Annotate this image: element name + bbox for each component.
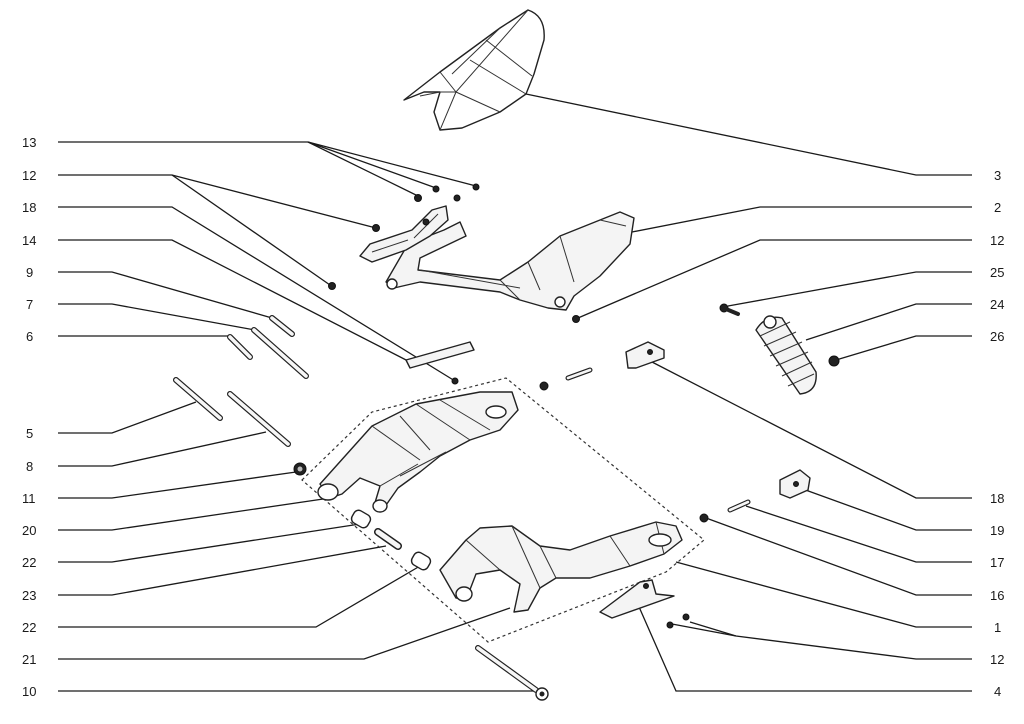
callout-labels-right: 3 2 12 25 24 26 18 19 17 16 1 12 4 (990, 168, 1004, 699)
callout-17: 17 (990, 555, 1004, 570)
leader-lines (58, 93, 972, 692)
leader-7 (58, 303, 256, 331)
leader-21 (58, 607, 511, 660)
leader-13c (307, 141, 477, 187)
callout-14: 14 (22, 233, 36, 248)
leader-3 (525, 93, 972, 176)
centre-hardware (539, 367, 593, 391)
leader-12b (171, 174, 331, 286)
callout-12-r: 12 (990, 233, 1004, 248)
leader-24 (805, 303, 972, 341)
leader-17 (745, 505, 972, 563)
leader-20 (58, 497, 331, 531)
leader-22b (58, 565, 421, 628)
leader-2 (631, 206, 972, 233)
callout-1: 1 (994, 620, 1001, 635)
chain-slider-part (599, 579, 675, 619)
leader-13a (58, 141, 419, 197)
leader-9 (58, 271, 273, 319)
callout-22: 22 (22, 555, 36, 570)
callout-12-r2: 12 (990, 652, 1004, 667)
leader-5 (58, 401, 197, 434)
leader-16 (705, 517, 972, 596)
callout-26: 26 (990, 329, 1004, 344)
leader-11 (58, 471, 297, 499)
screw-set-13 (328, 183, 580, 323)
leader-12a (58, 174, 377, 229)
screws-12-lower (666, 613, 690, 629)
callout-2: 2 (994, 200, 1001, 215)
callout-22-b: 22 (22, 620, 36, 635)
leader-12c (577, 239, 972, 319)
upper-bracket-part (359, 205, 449, 263)
shock-absorber-part (755, 315, 817, 395)
axle-bolt-10 (475, 645, 549, 701)
seat-cowl-part (403, 9, 545, 131)
shock-hardware (719, 303, 840, 367)
bracket-18-right (625, 341, 665, 369)
plate-bracket-14 (405, 341, 475, 385)
leader-4 (635, 599, 972, 692)
leader-8 (58, 431, 267, 467)
callout-19: 19 (990, 523, 1004, 538)
callout-7: 7 (26, 297, 33, 312)
callout-18: 18 (22, 200, 36, 215)
rear-subframe-part (385, 211, 635, 311)
callout-13: 13 (22, 135, 36, 150)
callout-4: 4 (994, 684, 1001, 699)
lower-swingarm-part (439, 521, 683, 613)
leader-25 (727, 271, 972, 307)
leader-1 (675, 561, 972, 628)
leader-12d (689, 621, 972, 660)
long-bolts-5-8 (173, 377, 291, 447)
bushings (350, 509, 432, 571)
leader-13b (307, 141, 437, 189)
nut-11 (293, 462, 307, 476)
callout-9: 9 (26, 265, 33, 280)
callout-12: 12 (22, 168, 36, 183)
leader-18b (651, 361, 972, 499)
callout-labels-left: 13 12 18 14 9 7 6 5 8 11 20 22 23 22 21 … (22, 135, 36, 699)
callout-18-r: 18 (990, 491, 1004, 506)
leader-18 (58, 206, 456, 382)
callout-23: 23 (22, 588, 36, 603)
callout-16: 16 (990, 588, 1004, 603)
callout-24: 24 (990, 297, 1004, 312)
callout-20: 20 (22, 523, 36, 538)
leader-12e (671, 623, 737, 637)
callout-5: 5 (26, 426, 33, 441)
leader-19 (799, 487, 972, 531)
leader-23 (58, 545, 387, 596)
swingarm-group-outline (301, 377, 705, 643)
callout-25: 25 (990, 265, 1004, 280)
bolts-upper-left (227, 315, 309, 379)
callout-21: 21 (22, 652, 36, 667)
bolt-17-nut-16 (699, 499, 751, 523)
upper-swingarm-part (317, 391, 519, 513)
leader-26 (835, 335, 972, 361)
callout-8: 8 (26, 459, 33, 474)
leader-22a (58, 523, 361, 563)
callout-11: 11 (22, 491, 36, 506)
bracket-19 (779, 469, 811, 499)
callout-6: 6 (26, 329, 33, 344)
callout-3: 3 (994, 168, 1001, 183)
callout-10: 10 (22, 684, 36, 699)
leader-14 (58, 239, 411, 363)
